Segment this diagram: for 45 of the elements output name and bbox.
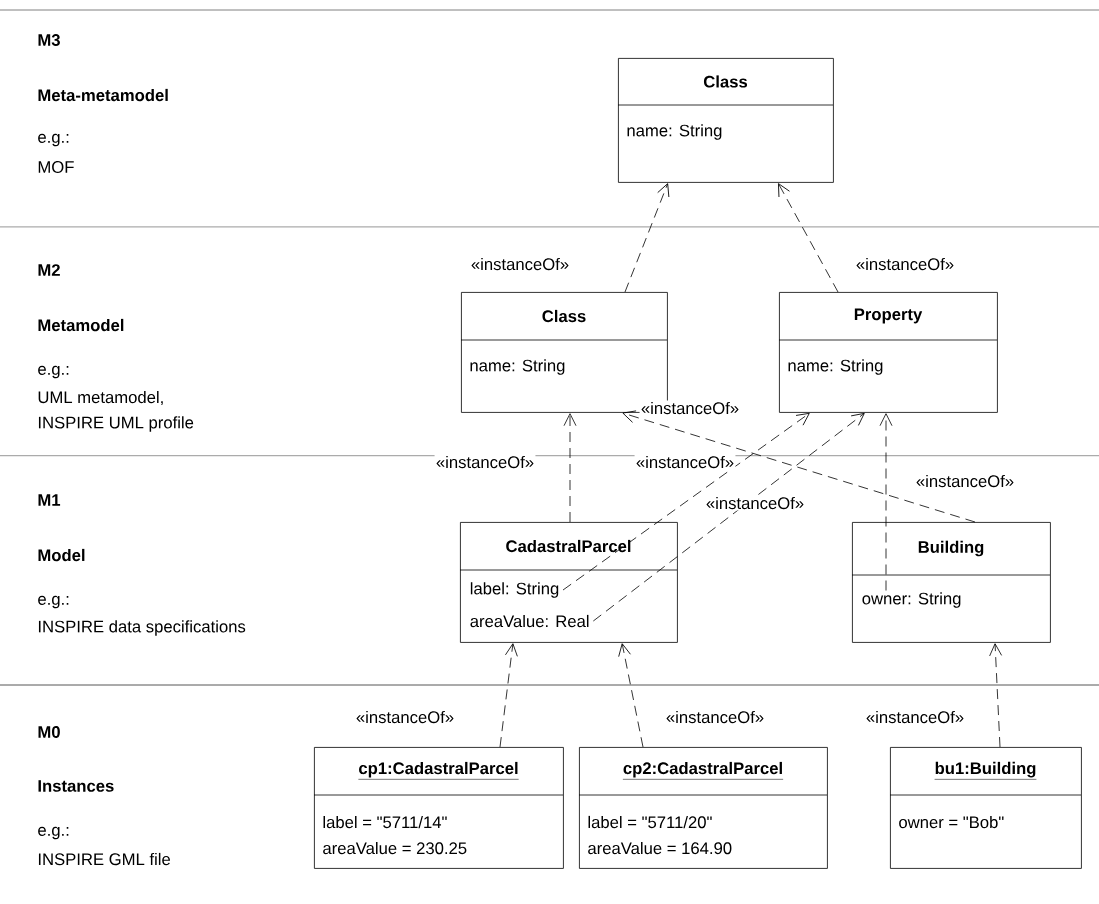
- level-heading: M2: [38, 264, 60, 276]
- edge-label: «instanceOf»: [434, 454, 536, 470]
- arrow: [562, 412, 810, 591]
- object-box: cp1:CadastralParcel label = "5711/14" areaValue = 230.25: [313, 747, 564, 869]
- level-note: INSPIRE GML file: [38, 852, 170, 866]
- level-note: MOF: [38, 161, 74, 173]
- edge-label: «instanceOf»: [864, 709, 966, 725]
- edge-label: «instanceOf»: [354, 709, 456, 725]
- edge-label: «instanceOf»: [664, 709, 766, 725]
- object-box: bu1:Building owner = "Bob": [889, 747, 1082, 869]
- level-note: e.g.:: [38, 365, 69, 379]
- level-note: UML metamodel,: [38, 390, 163, 406]
- level-note: e.g.:: [38, 826, 69, 840]
- level-heading: M3: [38, 34, 60, 46]
- edge-label: «instanceOf»: [639, 400, 741, 416]
- edge-label: «instanceOf»: [854, 256, 956, 272]
- level-note: e.g.:: [38, 133, 69, 147]
- level-note: e.g.:: [38, 595, 69, 609]
- level-heading: Instances: [38, 780, 114, 792]
- level-heading: Meta-metamodel: [38, 88, 168, 102]
- edge-label: «instanceOf»: [634, 454, 736, 470]
- attribute-text: owner: String: [862, 592, 961, 608]
- level-heading: M0: [38, 726, 60, 738]
- object-box: cp2:CadastralParcel label = "5711/20" areaValue = 164.90: [578, 747, 828, 869]
- arrow: [592, 412, 865, 622]
- edge-label: «instanceOf»: [469, 256, 571, 272]
- level-note: INSPIRE UML profile: [38, 416, 194, 432]
- arrow: [989, 643, 1002, 748]
- arrow: [499, 643, 518, 748]
- level-heading: Metamodel: [38, 318, 124, 332]
- arrow: [622, 410, 976, 523]
- arrow: [778, 183, 839, 293]
- level-note: INSPIRE data specifications: [38, 620, 246, 636]
- arrow: [879, 413, 893, 591]
- edge-label: «instanceOf»: [914, 473, 1016, 489]
- attribute-text: label: String: [470, 582, 559, 598]
- class-box: Property name: String: [778, 292, 998, 413]
- class-box: Class name: String: [617, 58, 834, 183]
- level-heading: Model: [38, 548, 85, 562]
- attribute-text: areaValue: Real: [470, 614, 589, 628]
- edge-label: «instanceOf»: [704, 495, 806, 511]
- level-heading: M1: [38, 494, 61, 506]
- arrow: [624, 183, 670, 293]
- arrow: [563, 413, 577, 523]
- arrow: [618, 643, 644, 748]
